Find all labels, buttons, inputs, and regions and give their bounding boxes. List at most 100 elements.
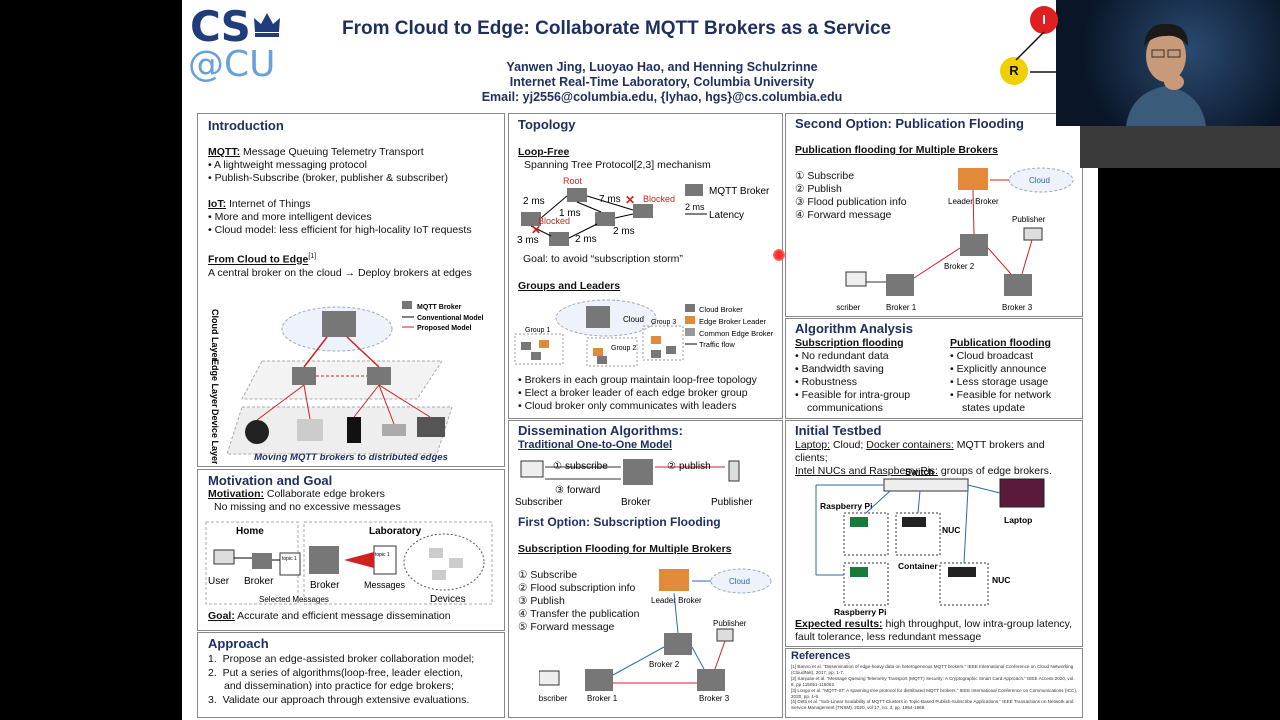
broker-legend-label: MQTT Broker <box>709 186 770 197</box>
broker-icon <box>585 669 613 691</box>
analysis-item: states update <box>962 402 1026 414</box>
svg-text:✕: ✕ <box>531 223 541 237</box>
pub-flood-diagram: Cloud Leader Broker Publisher Broker 2 B… <box>836 167 1074 312</box>
blocked-label: Blocked <box>643 194 675 204</box>
poster: CS @CU From Cloud to Edge: Collaborate M… <box>182 0 1098 720</box>
publisher-label: Publisher <box>713 619 747 628</box>
node-i-outside: I <box>1030 6 1058 34</box>
step-item: Subscribe <box>807 170 855 182</box>
pub-flood-heading: Publication flooding <box>950 337 1051 349</box>
home-lab-diagram: Home Laboratory topic 1 topic 1 User Bro… <box>205 521 493 605</box>
leader-label: Leader Broker <box>651 596 702 605</box>
analysis-item: Cloud broadcast <box>956 350 1034 362</box>
laptop-icon <box>999 478 1045 508</box>
analysis-item: communications <box>807 402 883 414</box>
step-num: ③ <box>555 485 564 496</box>
broker-icon <box>252 553 272 569</box>
container-label: Container <box>898 561 938 571</box>
edge-broker-icon <box>292 367 316 385</box>
latency-label: 1 ms <box>559 208 581 219</box>
leader-broker-icon <box>659 569 689 591</box>
approach-item: and dissemination) into practice for edg… <box>224 680 454 692</box>
authors: Yanwen Jing, Luoyao Hao, and Henning Sch… <box>506 60 818 74</box>
lab-label: Laboratory <box>369 526 422 537</box>
second-option-section: Second Option: Publication Flooding Publ… <box>785 113 1083 317</box>
device-icon <box>297 419 323 441</box>
step-num: ② <box>667 461 676 472</box>
mqtt-text: Message Queuing Telemetry Transport <box>240 146 424 158</box>
svg-text:✕: ✕ <box>625 193 635 207</box>
iot-text: Internet of Things <box>226 198 311 210</box>
broker-label: Broker <box>244 576 274 587</box>
cs-logo: CS <box>190 2 251 51</box>
pub-flood-column: Publication flooding • Cloud broadcast •… <box>950 337 1052 414</box>
groups-label: Groups and Leaders <box>518 280 621 292</box>
legend-label: Common Edge Broker <box>699 329 774 338</box>
expected-text: fault tolerance, less redundant message <box>795 631 982 643</box>
group-label: Group 3 <box>651 319 676 326</box>
loop-free-label: Loop-Free <box>518 146 570 158</box>
analysis-item: No redundant data <box>801 350 889 362</box>
publish-label: publish <box>679 461 711 472</box>
gauge-device-icon <box>245 420 269 444</box>
testbed-term: Laptop: <box>795 439 831 451</box>
second-option-title: Second Option: Publication Flooding <box>795 116 1024 131</box>
goal-label: Goal: <box>208 610 235 622</box>
broker-icon <box>567 188 587 202</box>
latency-label: 2 ms <box>575 234 597 245</box>
webcam-video: I R <box>1056 0 1280 126</box>
topic-label: topic 1 <box>282 556 297 562</box>
presenter-figure <box>1056 12 1206 126</box>
rpi-label: Raspberry Pi <box>834 607 886 617</box>
broker-label: Broker 3 <box>699 694 730 703</box>
home-label: Home <box>236 526 264 537</box>
phone-icon <box>347 417 361 443</box>
topology-section: Topology Loop-Free Spanning Tree Protoco… <box>508 113 783 419</box>
affiliation: Internet Real-Time Laboratory, Columbia … <box>509 75 815 89</box>
laptop-icon <box>845 271 867 287</box>
rpi-icon <box>850 517 868 527</box>
subscribe-label: subscribe <box>565 461 608 472</box>
devices-label: Devices <box>430 594 466 605</box>
layer-label: Device Layer <box>210 409 220 464</box>
legend-label: Cloud Broker <box>699 305 743 314</box>
iot-bullet: More and more intelligent devices <box>214 211 372 223</box>
dissemination-title: Dissemination Algorithms: <box>518 423 683 438</box>
topology-bullets: • Brokers in each group maintain loop-fr… <box>518 374 757 412</box>
authors-block: Yanwen Jing, Luoyao Hao, and Henning Sch… <box>422 60 902 105</box>
step-item: Flood subscription info <box>530 582 636 594</box>
expected-text: high throughput, low intra-group latency… <box>882 618 1073 630</box>
mqtt-bullet: Publish-Subscribe (broker, publisher & s… <box>214 172 449 184</box>
intro-caption: Moving MQTT brokers to distributed edges <box>254 452 448 463</box>
layer-label: Edge Layer <box>210 359 220 408</box>
analysis-item: Feasible for intra-group <box>801 389 911 401</box>
approach-item: Validate our approach through extensive … <box>222 693 470 706</box>
motivation-title: Motivation and Goal <box>208 473 333 488</box>
video-strip <box>1080 126 1280 168</box>
broker-label: Broker <box>310 580 340 591</box>
sub-flood-column: Subscription flooding • No redundant dat… <box>795 337 911 414</box>
latency-legend-label: Latency <box>709 210 744 221</box>
laptop-icon <box>417 417 445 437</box>
laptop-icon <box>539 670 560 686</box>
broker-icon <box>595 212 615 226</box>
topology-bullet: Cloud broker only communicates with lead… <box>524 400 737 412</box>
sub-flood-title: Subscription Flooding for Multiple Broke… <box>518 543 732 555</box>
spanning-tree-diagram: Root Blocked Blocked ✕ ✕ 2 ms 7 ms 1 ms … <box>517 176 770 246</box>
selected-label: Selected Messages <box>259 595 329 604</box>
testbed-term: Docker containers: <box>866 439 954 451</box>
legend-label: MQTT Broker <box>417 304 462 311</box>
latency-label: 7 ms <box>599 194 621 205</box>
step-item: Subscribe <box>530 569 578 581</box>
testbed-term: Intel NUCs and Raspberry Pis: <box>795 465 938 477</box>
references-section: References [1] Banno et al. “Disseminati… <box>785 648 1083 718</box>
topology-bullet: Brokers in each group maintain loop-free… <box>524 374 757 386</box>
publisher-label: Publisher <box>711 497 753 508</box>
cloud-broker-icon <box>322 311 356 337</box>
nuc-label: NUC <box>992 575 1010 585</box>
iot-label: IoT: <box>208 198 227 210</box>
phone-icon <box>728 460 740 482</box>
broker-icon <box>623 459 653 485</box>
introduction-section: Introduction MQTT: Message Queuing Telem… <box>197 113 505 467</box>
legend-label: Proposed Model <box>417 325 472 332</box>
